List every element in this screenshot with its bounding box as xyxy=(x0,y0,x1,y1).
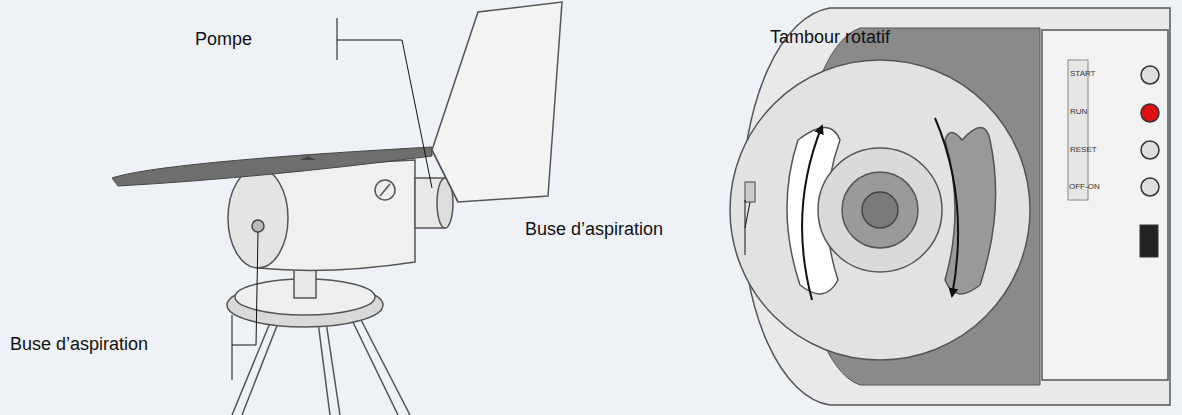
leader-lines xyxy=(745,200,750,255)
plate-fixing xyxy=(300,156,316,160)
drum-axle xyxy=(862,192,898,228)
screw xyxy=(375,180,395,200)
rotation-arrow xyxy=(802,126,822,300)
tripod-leg xyxy=(350,314,410,415)
rotating-drum xyxy=(730,60,1030,360)
suction-nozzle xyxy=(252,220,264,232)
panel-label: RUN xyxy=(1070,108,1087,116)
indicator-lamp xyxy=(1141,104,1159,122)
tripod-leg xyxy=(318,322,340,415)
part-label: Pompe xyxy=(195,30,252,48)
screw-slot xyxy=(380,184,390,196)
drum-hub xyxy=(842,172,918,248)
control-panel xyxy=(1042,30,1168,380)
switch xyxy=(1141,178,1159,196)
part-label: Tambour rotatif xyxy=(770,28,890,46)
label-strip xyxy=(1068,60,1088,200)
connector xyxy=(1140,225,1158,257)
button xyxy=(1141,141,1159,159)
leader-line xyxy=(337,18,432,188)
drum-hub xyxy=(818,148,942,272)
vane-edge xyxy=(432,150,458,202)
drum-casing xyxy=(742,8,1170,405)
part-label: Buse d’aspiration xyxy=(10,335,148,353)
suction-nozzle xyxy=(745,182,755,202)
part-label: Buse d’aspiration xyxy=(525,220,663,238)
rotation-arrow xyxy=(935,118,958,296)
top-plate xyxy=(112,147,432,186)
leader-line xyxy=(745,200,750,255)
panel-label: RESET xyxy=(1070,146,1097,154)
panel-label: START xyxy=(1070,70,1095,78)
drum-slot xyxy=(945,128,996,294)
panel-label: OFF-ON xyxy=(1069,183,1100,191)
leader-line xyxy=(232,232,258,380)
leader-lines xyxy=(232,18,432,380)
button xyxy=(1141,66,1159,84)
wind-vane xyxy=(432,2,562,202)
tripod xyxy=(232,314,410,415)
